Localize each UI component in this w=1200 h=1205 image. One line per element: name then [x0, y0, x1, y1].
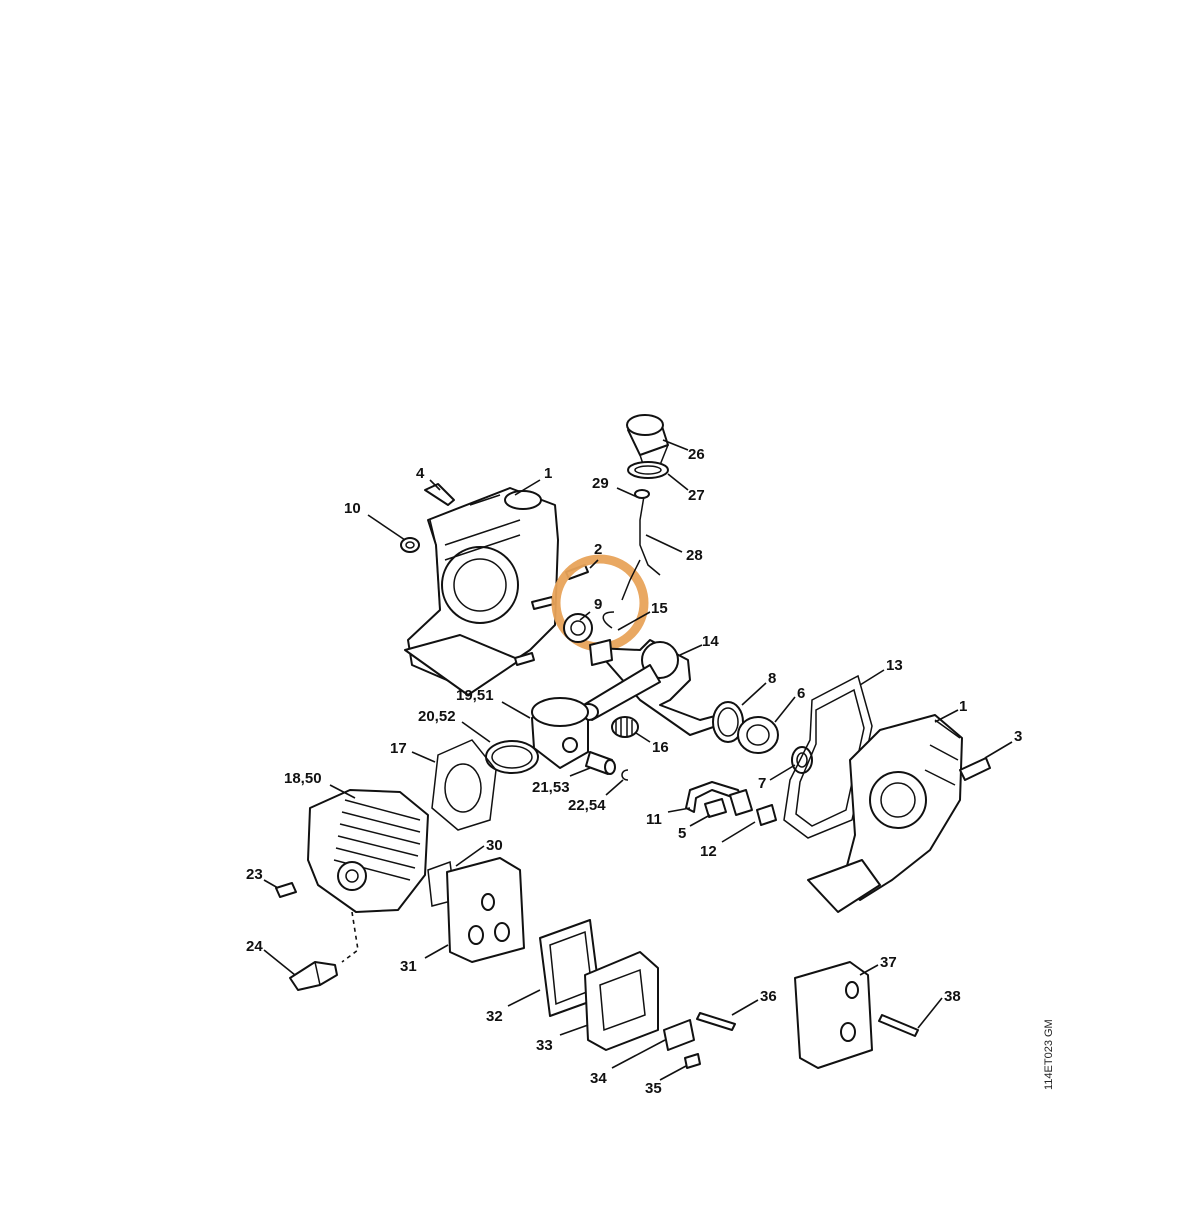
piston-19-51[interactable] [531, 697, 589, 769]
spark-arrester-34[interactable] [663, 1019, 695, 1051]
callout-36: 36 [760, 988, 777, 1005]
snap-ring-22-54[interactable] [621, 769, 629, 781]
callout-2: 2 [594, 541, 602, 558]
callout-35: 35 [645, 1080, 662, 1097]
callout-30: 30 [486, 837, 503, 854]
callout-labels: 4 1 10 2 9 15 26 27 29 28 14 13 8 6 1 3 … [246, 446, 1022, 1097]
cylinder-gasket-17[interactable] [431, 739, 497, 831]
callout-26: 26 [688, 446, 705, 463]
callout-11: 11 [646, 811, 662, 828]
o-ring-8[interactable] [712, 701, 744, 743]
fitting-5[interactable] [704, 798, 727, 818]
screw-23[interactable] [275, 882, 297, 898]
callout-33: 33 [536, 1037, 553, 1054]
callout-19-51: 19,51 [456, 687, 494, 704]
muffler-shell-37[interactable] [794, 961, 873, 1069]
callout-14: 14 [702, 633, 719, 650]
callout-28: 28 [686, 547, 703, 564]
callout-20-52: 20,52 [418, 708, 456, 725]
callout-18-50: 18,50 [284, 770, 322, 787]
oil-seal-10[interactable] [400, 537, 420, 553]
callout-3: 3 [1014, 728, 1022, 745]
sleeve-12[interactable] [729, 789, 777, 826]
callout-16: 16 [652, 739, 669, 756]
spark-plug-24[interactable] [289, 961, 338, 991]
callout-38: 38 [944, 988, 961, 1005]
callout-7: 7 [758, 775, 766, 792]
callout-23: 23 [246, 866, 263, 883]
leader-lines [263, 439, 1013, 1081]
cylinder-18-50[interactable] [307, 789, 429, 913]
screw-3[interactable] [959, 757, 991, 781]
callout-34: 34 [590, 1070, 607, 1087]
crankcase-left[interactable] [404, 487, 559, 696]
muffler-shell-31[interactable] [446, 857, 525, 963]
screw-38[interactable] [878, 1014, 919, 1037]
screw-4[interactable] [424, 483, 455, 506]
piston-ring-20-52[interactable] [485, 740, 539, 774]
callout-10: 10 [344, 500, 361, 517]
callout-4: 4 [416, 465, 425, 482]
muffler-plate-33[interactable] [584, 951, 659, 1051]
callout-1b: 1 [959, 698, 967, 715]
callout-21-53: 21,53 [532, 779, 570, 796]
callout-17: 17 [390, 740, 407, 757]
screw-36[interactable] [696, 1012, 736, 1031]
screw-35[interactable] [684, 1053, 701, 1069]
crankcase-right[interactable] [807, 714, 963, 913]
gasket-13[interactable] [783, 674, 873, 839]
callout-1: 1 [544, 465, 552, 482]
callout-15: 15 [651, 600, 668, 617]
plug-guide-line [341, 911, 359, 963]
chain-28[interactable] [621, 489, 661, 601]
callout-27: 27 [688, 487, 705, 504]
callout-22-54: 22,54 [568, 797, 606, 814]
callout-32: 32 [486, 1008, 503, 1025]
callout-31: 31 [400, 958, 417, 975]
callout-5: 5 [678, 825, 686, 842]
ball-bearing-9[interactable] [563, 613, 593, 643]
seal-ring-27[interactable] [627, 461, 669, 479]
callout-29: 29 [592, 475, 609, 492]
piston-pin-21-53[interactable] [585, 751, 616, 775]
drawing-code: 114ET023 GM [1043, 1019, 1055, 1090]
callout-24: 24 [246, 938, 263, 955]
pin-29[interactable] [634, 489, 650, 499]
callout-13: 13 [886, 657, 903, 674]
bearing-6[interactable] [737, 716, 779, 754]
circlip-15[interactable] [602, 611, 615, 629]
needle-cage-16[interactable] [611, 716, 639, 738]
callout-9: 9 [594, 596, 602, 613]
callout-8: 8 [768, 670, 776, 687]
callout-12: 12 [700, 843, 717, 860]
callout-6: 6 [797, 685, 805, 702]
callout-37: 37 [880, 954, 897, 971]
